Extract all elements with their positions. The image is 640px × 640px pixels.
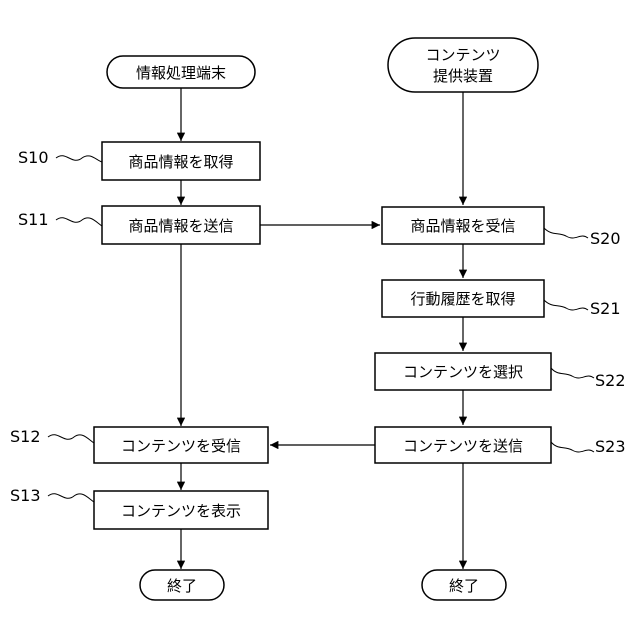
step-s10-label: 商品情報を取得 <box>128 153 233 171</box>
right-end-terminal: 終了 <box>422 570 506 600</box>
right-start-label-line2: 提供装置 <box>433 67 493 85</box>
step-s12-label: コンテンツを受信 <box>121 437 241 455</box>
step-s13-id: S13 <box>10 486 41 505</box>
step-s20: 商品情報を受信 <box>382 207 544 244</box>
step-s21-leader <box>544 300 588 310</box>
step-s21: 行動履歴を取得 <box>382 280 544 317</box>
step-s11-leader <box>56 218 102 226</box>
left-start-terminal: 情報処理端末 <box>107 56 255 88</box>
step-s12: コンテンツを受信 <box>94 427 268 463</box>
step-s22-id: S22 <box>595 371 626 390</box>
step-s11: 商品情報を送信 <box>102 206 260 244</box>
step-s10: 商品情報を取得 <box>102 142 260 180</box>
left-start-label: 情報処理端末 <box>136 64 226 82</box>
step-s20-id: S20 <box>590 229 621 248</box>
step-s21-id: S21 <box>590 299 621 318</box>
step-s22-label: コンテンツを選択 <box>403 363 523 381</box>
step-s13-label: コンテンツを表示 <box>121 502 241 520</box>
step-s23-leader <box>551 442 594 452</box>
step-s23-id: S23 <box>595 437 626 456</box>
step-s23: コンテンツを送信 <box>375 427 551 463</box>
left-end-terminal: 終了 <box>140 570 224 600</box>
step-s20-label: 商品情報を受信 <box>410 217 515 235</box>
right-start-label-line1: コンテンツ <box>425 46 500 64</box>
step-s12-leader <box>48 435 94 443</box>
step-s11-id: S11 <box>18 210 49 229</box>
step-s21-label: 行動履歴を取得 <box>410 290 515 308</box>
step-s11-label: 商品情報を送信 <box>128 217 233 235</box>
step-s22-leader <box>551 368 594 378</box>
step-s12-id: S12 <box>10 427 41 446</box>
step-s13-leader <box>48 494 94 502</box>
step-s23-label: コンテンツを送信 <box>403 437 523 455</box>
step-s10-id: S10 <box>18 148 49 167</box>
right-end-label: 終了 <box>449 577 479 595</box>
step-s20-leader <box>544 228 588 238</box>
right-start-terminal: コンテンツ 提供装置 <box>388 38 538 92</box>
step-s10-leader <box>56 156 102 162</box>
step-s22: コンテンツを選択 <box>375 353 551 390</box>
left-end-label: 終了 <box>167 577 197 595</box>
step-s13: コンテンツを表示 <box>94 491 268 529</box>
